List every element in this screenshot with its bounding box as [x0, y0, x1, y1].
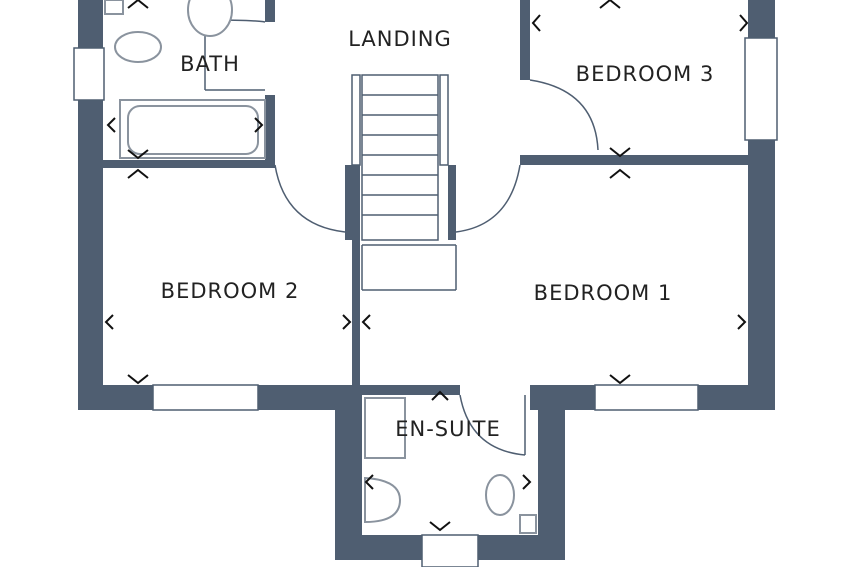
dimension-markers: [104, 0, 749, 532]
ensuite-toilet: [485, 474, 515, 516]
room-label-landing: LANDING: [348, 27, 452, 51]
room-label-ensuite: EN-SUITE: [395, 417, 501, 441]
bath-toilet: [114, 31, 162, 63]
shower-tray: [364, 397, 406, 459]
room-label-bedroom-2: BEDROOM 2: [161, 279, 300, 303]
bath-basin: [187, 0, 233, 37]
doors: [204, 19, 599, 456]
fixtures: [104, 0, 537, 534]
windows: [73, 37, 778, 567]
room-label-bath: BATH: [180, 52, 240, 76]
room-label-bedroom-1: BEDROOM 1: [534, 281, 673, 305]
ensuite-basin: [364, 476, 402, 524]
stairs: [351, 74, 457, 291]
room-label-bedroom-3: BEDROOM 3: [576, 62, 715, 86]
